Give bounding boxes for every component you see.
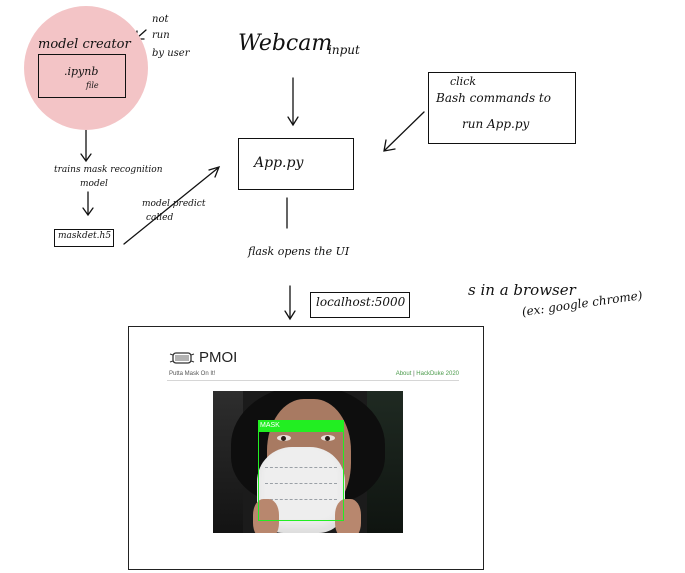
mask-pleat bbox=[265, 499, 337, 500]
webcam-feed: MASK bbox=[213, 391, 403, 533]
bash-label-2: run App.py bbox=[462, 117, 530, 131]
nav-separator: | bbox=[413, 371, 415, 377]
localhost-box bbox=[310, 292, 410, 318]
predict-label-2: called bbox=[146, 213, 174, 223]
mask-detection-label: MASK bbox=[258, 420, 344, 432]
click-label: click bbox=[450, 75, 477, 88]
model-creator-label: model creator bbox=[38, 37, 131, 52]
h5-label: maskdet.h5 bbox=[58, 231, 112, 241]
app-nav: About | HackDuke 2020 bbox=[396, 371, 459, 377]
app-tagline: Putta Mask On It! bbox=[169, 371, 216, 377]
right-eye bbox=[321, 435, 335, 441]
trains-label-1: trains mask recognition bbox=[54, 165, 163, 175]
arrow-bash-to-app bbox=[384, 111, 425, 151]
note-not: not bbox=[152, 14, 169, 25]
trains-label-2: model bbox=[80, 179, 108, 189]
right-hand bbox=[335, 499, 361, 533]
app-brand-text: PMOI bbox=[199, 349, 238, 366]
flask-label: flask opens the UI bbox=[248, 245, 350, 258]
h5-file-box bbox=[54, 229, 114, 247]
mask-pleat bbox=[265, 467, 337, 468]
mask-detection-box: MASK bbox=[258, 420, 344, 521]
ipynb-file-box bbox=[38, 54, 126, 98]
mask-pleat bbox=[265, 483, 337, 484]
face-mask-icon bbox=[169, 351, 195, 364]
left-eye bbox=[277, 435, 291, 441]
bash-label-1: Bash commands to bbox=[436, 91, 551, 105]
localhost-label: localhost:5000 bbox=[316, 295, 406, 309]
app-ui-screenshot: PMOI Putta Mask On It! About | HackDuke … bbox=[128, 326, 484, 570]
nav-hackduke-link[interactable]: HackDuke 2020 bbox=[416, 371, 459, 377]
model-creator-circle bbox=[24, 6, 148, 130]
app-header-divider bbox=[167, 380, 459, 381]
webcam-input-label: input bbox=[328, 43, 360, 57]
webcam-label: Webcam bbox=[238, 31, 333, 56]
browser-note-1: s in a browser bbox=[468, 281, 576, 299]
predict-label-1: model.predict bbox=[142, 199, 206, 209]
note-by-user: by user bbox=[152, 48, 190, 59]
app-py-box bbox=[238, 138, 354, 190]
bash-commands-box bbox=[428, 72, 576, 144]
ipynb-label: .ipynb bbox=[64, 65, 99, 78]
app-py-label: App.py bbox=[254, 155, 304, 171]
left-hand bbox=[253, 499, 279, 533]
note-run: run bbox=[152, 30, 170, 41]
app-brand: PMOI bbox=[169, 349, 237, 366]
file-label: file bbox=[86, 81, 99, 90]
nav-about-link[interactable]: About bbox=[395, 371, 412, 377]
